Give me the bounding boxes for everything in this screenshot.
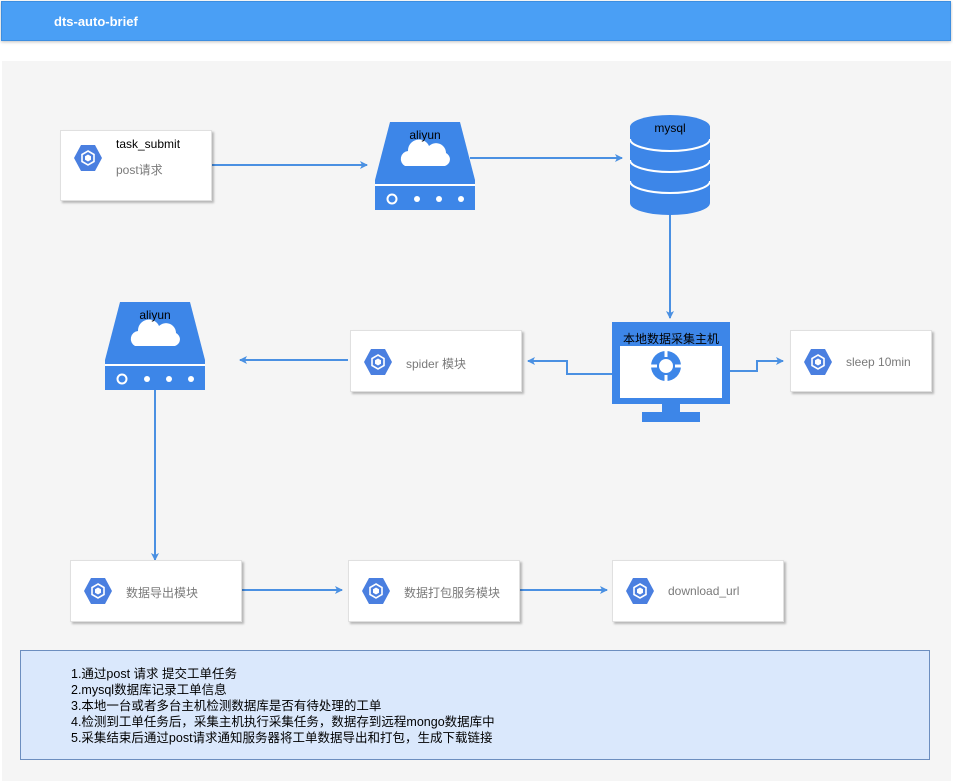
download-node[interactable]: download_url xyxy=(612,560,784,622)
cloud-server-icon xyxy=(375,122,475,210)
spider-label: spider 模块 xyxy=(406,357,467,371)
note-line: 5.采集结束后通过post请求通知服务器将工单数据导出和打包，生成下载链接 xyxy=(71,731,493,745)
note-line: 4.检测到工单任务后，采集主机执行采集任务，数据存到远程mongo数据库中 xyxy=(71,715,495,729)
mysql-node[interactable]: mysql xyxy=(630,115,710,215)
note-line: 1.通过post 请求 提交工单任务 xyxy=(71,667,237,681)
aliyun-top-label: aliyun xyxy=(409,128,441,142)
title-bar: dts-auto-brief xyxy=(1,1,951,41)
note-line: 2.mysql数据库记录工单信息 xyxy=(71,683,227,697)
edge-collector-to-sleep xyxy=(730,357,784,372)
hexagon-service-icon xyxy=(626,578,654,604)
download-label: download_url xyxy=(668,584,740,598)
task-submit-subtitle: post请求 xyxy=(116,163,163,177)
export-node[interactable]: 数据导出模块 xyxy=(70,560,242,622)
aliyun-left-label: aliyun xyxy=(139,308,171,322)
edge-collector-to-spider xyxy=(527,357,612,375)
task-submit-node[interactable]: task_submit post请求 xyxy=(60,130,212,201)
spider-node[interactable]: spider 模块 xyxy=(350,330,522,392)
hexagon-service-icon xyxy=(74,145,102,171)
aliyun-top-node[interactable]: aliyun xyxy=(375,122,475,210)
collector-label: 本地数据采集主机 xyxy=(622,332,719,346)
hexagon-service-icon xyxy=(804,349,832,375)
monitor-icon xyxy=(612,322,730,422)
database-icon xyxy=(630,115,710,215)
pack-label: 数据打包服务模块 xyxy=(404,586,501,600)
export-label: 数据导出模块 xyxy=(126,586,199,600)
page-title: dts-auto-brief xyxy=(54,14,138,29)
sleep-node[interactable]: sleep 10min xyxy=(790,330,932,392)
hexagon-service-icon xyxy=(364,349,392,375)
hexagon-service-icon xyxy=(84,578,112,604)
mysql-label: mysql xyxy=(654,121,686,135)
hexagon-service-icon xyxy=(362,578,390,604)
sleep-label: sleep 10min xyxy=(846,355,911,369)
collector-node[interactable]: 本地数据采集主机 xyxy=(612,322,730,422)
pack-node[interactable]: 数据打包服务模块 xyxy=(348,560,520,622)
note-line: 3.本地一台或者多台主机检测数据库是否有待处理的工单 xyxy=(71,699,382,713)
cloud-server-icon xyxy=(105,302,205,390)
aliyun-left-node[interactable]: aliyun xyxy=(105,302,205,390)
task-submit-title: task_submit xyxy=(116,137,181,151)
notes-panel: 1.通过post 请求 提交工单任务 2.mysql数据库记录工单信息 3.本地… xyxy=(20,650,930,760)
